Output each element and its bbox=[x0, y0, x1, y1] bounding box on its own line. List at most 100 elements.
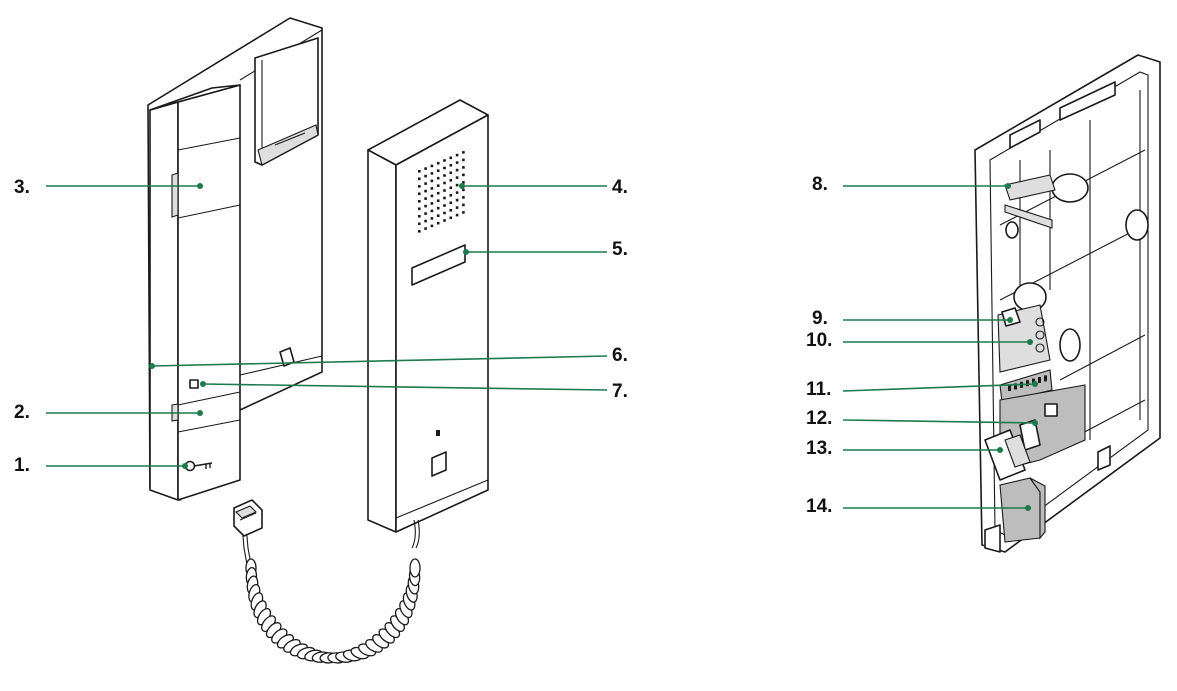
grille-hole bbox=[455, 176, 459, 179]
callout-label-11: 11. bbox=[806, 379, 831, 400]
grille-hole bbox=[455, 198, 459, 202]
speaker-grille bbox=[418, 151, 465, 233]
grille-hole bbox=[449, 171, 453, 175]
grille-hole bbox=[462, 158, 465, 162]
callout-dot-12 bbox=[1032, 420, 1038, 426]
key-icon[interactable] bbox=[184, 460, 213, 472]
grille-hole bbox=[418, 222, 421, 226]
grille-hole bbox=[462, 151, 465, 154]
grille-hole bbox=[443, 159, 446, 162]
grille-hole bbox=[436, 191, 440, 195]
grille-hole bbox=[443, 181, 446, 185]
callout-dot-3 bbox=[197, 183, 203, 189]
grille-hole bbox=[455, 168, 459, 172]
grille-hole bbox=[418, 215, 421, 218]
grille-hole bbox=[449, 156, 453, 160]
callout-label-5: 5. bbox=[612, 239, 628, 260]
callout-label-6: 6. bbox=[612, 345, 628, 366]
callout-label-10: 10. bbox=[806, 330, 832, 351]
callout-dot-7 bbox=[200, 381, 206, 387]
connector-pin bbox=[1008, 385, 1011, 391]
handset bbox=[367, 99, 489, 533]
grille-hole bbox=[449, 201, 453, 205]
grille-hole bbox=[424, 167, 427, 170]
grille-hole bbox=[443, 174, 446, 177]
grille-hole bbox=[436, 206, 440, 210]
grille-hole bbox=[449, 186, 453, 190]
grille-hole bbox=[424, 204, 427, 208]
callout-leader-11 bbox=[842, 383, 1036, 392]
grille-hole bbox=[436, 221, 440, 225]
grille-hole bbox=[436, 199, 440, 202]
callout-label-1: 1. bbox=[14, 455, 30, 476]
grille-hole bbox=[418, 177, 421, 181]
callout-dot-5 bbox=[463, 249, 469, 255]
connector-pin bbox=[1014, 383, 1017, 390]
callout-dot-9 bbox=[1007, 317, 1013, 323]
callout-label-7: 7. bbox=[612, 381, 628, 402]
callout-dot-10 bbox=[1027, 339, 1033, 345]
callout-label-2: 2. bbox=[14, 402, 30, 423]
grille-hole bbox=[430, 172, 434, 175]
callout-dot-11 bbox=[1032, 381, 1038, 387]
grille-hole bbox=[443, 211, 446, 215]
grille-hole bbox=[449, 194, 453, 197]
grille-hole bbox=[436, 176, 440, 180]
grille-hole bbox=[430, 187, 434, 190]
callout-dot-6 bbox=[149, 363, 155, 369]
grille-hole bbox=[462, 211, 465, 214]
grille-hole bbox=[462, 203, 465, 207]
callout-dot-4 bbox=[459, 183, 465, 189]
grille-hole bbox=[455, 153, 459, 157]
callout-dot-8 bbox=[1005, 183, 1011, 189]
callout-label-13: 13. bbox=[806, 438, 832, 459]
grille-hole bbox=[455, 191, 459, 194]
grille-hole bbox=[424, 182, 427, 185]
grille-hole bbox=[430, 164, 434, 168]
grille-hole bbox=[418, 200, 421, 203]
grille-hole bbox=[462, 173, 465, 177]
grille-hole bbox=[455, 161, 459, 164]
grille-hole bbox=[436, 169, 440, 172]
grille-hole bbox=[424, 219, 427, 223]
handset-slot bbox=[431, 451, 447, 477]
display-window bbox=[411, 244, 466, 286]
grille-hole bbox=[430, 202, 434, 205]
coiled-cord bbox=[233, 499, 421, 664]
callout-leader-7 bbox=[202, 383, 608, 391]
grille-hole bbox=[462, 181, 465, 184]
cord-coil bbox=[409, 558, 421, 578]
callout-dot-1 bbox=[182, 463, 188, 469]
grille-hole bbox=[418, 207, 421, 211]
grille-hole bbox=[430, 179, 434, 183]
grille-hole bbox=[424, 212, 427, 215]
grille-hole bbox=[449, 216, 453, 220]
callout-leader-12 bbox=[842, 419, 1036, 424]
small-button[interactable] bbox=[189, 379, 199, 389]
grille-hole bbox=[449, 164, 453, 167]
grille-hole bbox=[443, 196, 446, 200]
grille-hole bbox=[424, 197, 427, 200]
grille-hole bbox=[443, 189, 446, 192]
grille-hole bbox=[443, 219, 446, 222]
grille-hole bbox=[424, 174, 427, 178]
rj-connector bbox=[233, 499, 263, 537]
callout-dot-14 bbox=[1025, 505, 1031, 511]
grille-hole bbox=[455, 206, 459, 209]
grille-hole bbox=[430, 224, 434, 228]
microphone-hole bbox=[436, 430, 440, 436]
grille-hole bbox=[462, 196, 465, 199]
grille-hole bbox=[443, 204, 446, 207]
grille-hole bbox=[462, 166, 465, 169]
connector-pin bbox=[1044, 375, 1047, 382]
grille-hole bbox=[443, 166, 446, 170]
callouts: 3. 2. 1. 4. 5. 6. 7. 8. 9. 10. 11. bbox=[14, 174, 1038, 517]
grille-hole bbox=[418, 170, 421, 173]
grille-hole bbox=[436, 184, 440, 187]
grille-hole bbox=[436, 161, 440, 165]
grille-hole bbox=[418, 185, 421, 188]
connector-pin bbox=[1026, 380, 1029, 387]
grille-hole bbox=[418, 192, 421, 196]
callout-label-8: 8. bbox=[812, 174, 828, 195]
